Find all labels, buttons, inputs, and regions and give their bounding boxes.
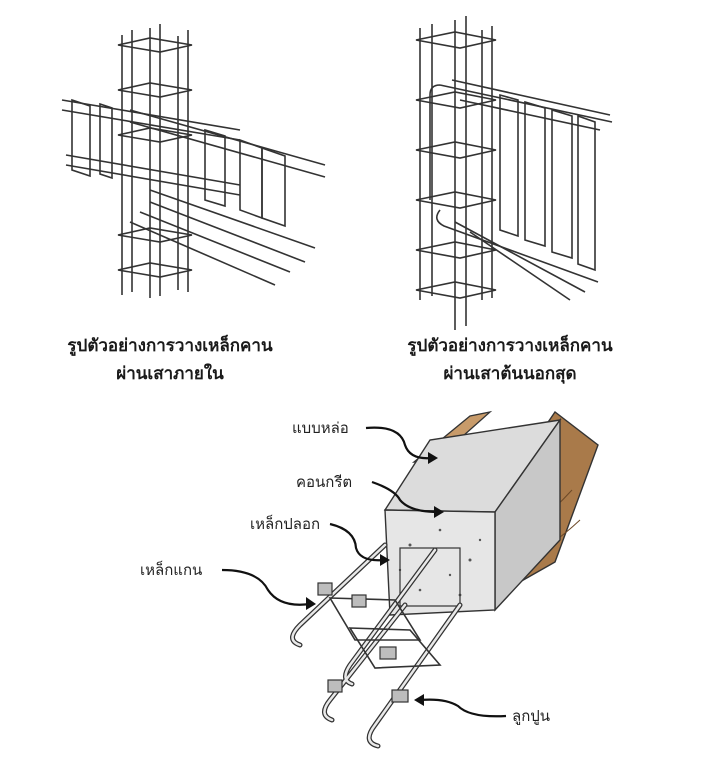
exterior-column-rebar-drawing: [415, 16, 613, 330]
label-formwork: แบบหล่อ: [292, 419, 349, 437]
interior-column-caption-line2: ผ่านเสาภายใน: [116, 364, 224, 384]
exterior-column-caption-line2: ผ่านเสาต้นนอกสุด: [443, 364, 577, 384]
label-concrete: คอนกรีต: [296, 473, 353, 491]
label-spacer: ลูกปูน: [512, 707, 551, 725]
interior-column-caption: รูปตัวอย่างการวางเหล็กคาน ผ่านเสาภายใน: [30, 332, 310, 388]
label-stirrup: เหล็กปลอก: [250, 515, 321, 533]
callout-arrows: [221, 426, 507, 718]
interior-column-caption-line1: รูปตัวอย่างการวางเหล็กคาน: [67, 336, 273, 356]
beam-formwork-drawing: [290, 410, 599, 749]
exterior-column-caption-line1: รูปตัวอย่างการวางเหล็กคาน: [407, 336, 613, 356]
label-main-bar: เหล็กแกน: [140, 561, 203, 579]
exterior-column-caption: รูปตัวอย่างการวางเหล็กคาน ผ่านเสาต้นนอกส…: [370, 332, 650, 388]
interior-column-rebar-drawing: [61, 24, 326, 298]
